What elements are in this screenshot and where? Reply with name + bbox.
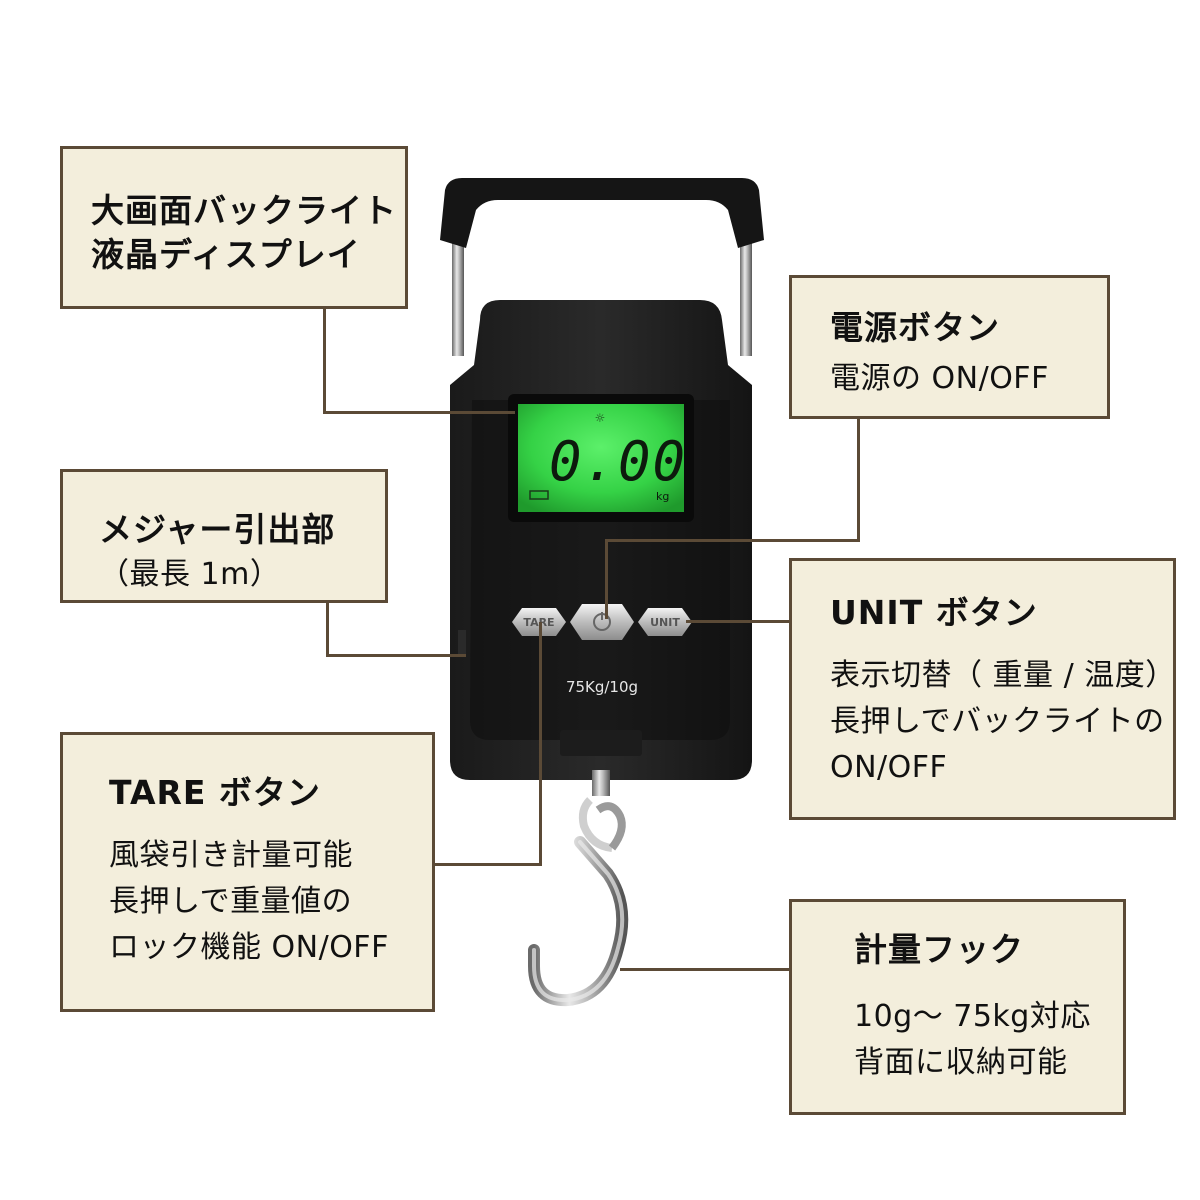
connector-power bbox=[857, 417, 860, 541]
callout-unit-desc-3: ON/OFF bbox=[830, 750, 948, 785]
connector-unit bbox=[686, 620, 790, 623]
callout-tare-desc-3: ロック機能 ON/OFF bbox=[109, 930, 389, 965]
power-button[interactable] bbox=[570, 604, 634, 640]
callout-measure-desc: （最長 1m） bbox=[99, 557, 281, 592]
connector-tare bbox=[433, 863, 542, 866]
callout-power-desc: 電源の ON/OFF bbox=[830, 361, 1049, 396]
callout-unit: UNIT ボタン 表示切替（ 重量 / 温度） 長押しでバックライトの ON/O… bbox=[789, 558, 1176, 820]
callout-hook-desc-2: 背面に収納可能 bbox=[854, 1045, 1068, 1080]
callout-unit-desc-1: 表示切替（ 重量 / 温度） bbox=[830, 658, 1176, 693]
callout-tare: TARE ボタン 風袋引き計量可能 長押しで重量値の ロック機能 ON/OFF bbox=[60, 732, 435, 1012]
callout-display-title-2: 液晶ディスプレイ bbox=[91, 235, 361, 274]
connector-hook bbox=[620, 968, 790, 971]
svg-text:☼: ☼ bbox=[595, 411, 606, 425]
callout-unit-title: UNIT ボタン bbox=[830, 593, 1038, 632]
callout-display-title-1: 大画面バックライト bbox=[91, 191, 397, 230]
callout-measure: メジャー引出部 （最長 1m） bbox=[60, 469, 388, 603]
unit-button-label: UNIT bbox=[650, 616, 680, 629]
callout-hook-desc-1: 10g～ 75kg対応 bbox=[854, 999, 1091, 1034]
lcd-screen bbox=[518, 404, 684, 512]
connector-display bbox=[323, 307, 326, 413]
callout-unit-desc-2: 長押しでバックライトの bbox=[830, 704, 1165, 739]
callout-power-title: 電源ボタン bbox=[830, 308, 1000, 347]
connector-power-v bbox=[605, 539, 608, 619]
hook bbox=[528, 770, 629, 1007]
battery-icon bbox=[529, 490, 549, 500]
handle bbox=[440, 178, 764, 248]
connector-measure bbox=[326, 602, 329, 656]
callout-hook: 計量フック 10g～ 75kg対応 背面に収納可能 bbox=[789, 899, 1126, 1115]
unit-button[interactable]: UNIT bbox=[638, 608, 692, 636]
connector-power-h bbox=[605, 539, 860, 542]
connector-measure-h bbox=[326, 654, 466, 657]
connector-display-h bbox=[323, 411, 515, 414]
callout-tare-desc-2: 長押しで重量値の bbox=[109, 884, 353, 919]
callout-power: 電源ボタン 電源の ON/OFF bbox=[789, 275, 1110, 419]
callout-hook-title: 計量フック bbox=[854, 930, 1024, 969]
handle-wires bbox=[452, 226, 752, 356]
callout-tare-title: TARE ボタン bbox=[109, 773, 321, 812]
callout-display: 大画面バックライト 液晶ディスプレイ bbox=[60, 146, 408, 309]
tape-slot bbox=[458, 630, 466, 656]
lcd-unit: kg bbox=[656, 490, 669, 503]
callout-measure-title: メジャー引出部 bbox=[99, 510, 336, 549]
callout-tare-desc-1: 風袋引き計量可能 bbox=[109, 838, 353, 873]
capacity-label: 75Kg/10g bbox=[566, 678, 638, 696]
lcd-value: 0.00 bbox=[549, 430, 687, 493]
connector-tare-v bbox=[539, 622, 542, 866]
